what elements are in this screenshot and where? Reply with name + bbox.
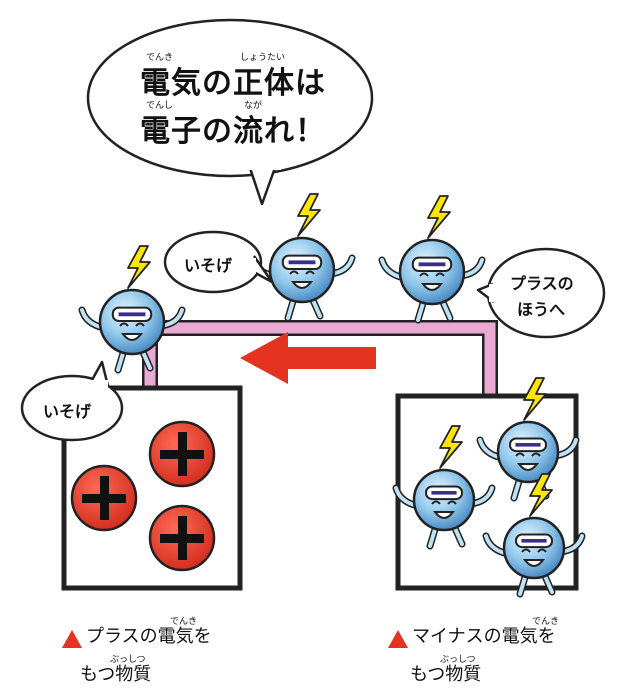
title-ruby-denshi: でんし: [146, 101, 174, 111]
lightning-bolt-icon: [529, 473, 553, 517]
speech-bubble-top-left: [163, 230, 274, 294]
electron-character: [482, 473, 586, 598]
electron-character: [392, 425, 496, 550]
plus-ball: [70, 464, 138, 532]
lightning-bolt-icon: [439, 425, 463, 469]
positive-box: [61, 385, 243, 591]
caption-right-line-1: マイナスの電気を: [412, 626, 556, 647]
caption-marker-right: [388, 630, 408, 648]
speech-text-top-left: いそげ: [184, 256, 233, 275]
speech-text-right-2: ほうへ: [517, 300, 566, 319]
wire: [142, 320, 498, 398]
plus-ball: [148, 504, 216, 572]
electron-character: [78, 245, 186, 374]
lightning-bolt-icon: [297, 193, 321, 237]
title-ruby-naga: なが: [244, 101, 263, 111]
title-bubble: [86, 18, 374, 206]
caption-left-ruby-1: でんき: [170, 617, 198, 627]
title-ruby-denki: でんき: [146, 53, 174, 63]
caption-left-line-1: プラスの電気を: [86, 626, 212, 647]
electron-character: [476, 377, 580, 502]
caption-left-ruby-2: ぶっしつ: [110, 655, 146, 665]
lightning-bolt-icon: [427, 195, 451, 239]
caption-right-line-2: もつ物質: [410, 664, 482, 685]
lightning-bolt-icon: [523, 377, 547, 421]
speech-bubble-right: [476, 247, 606, 339]
speech-bubble-bottom-left: [20, 360, 124, 442]
electron-character: [378, 195, 486, 324]
speech-text-right-1: プラスの: [510, 274, 574, 293]
title-line-1: 電気の正体は: [140, 66, 326, 101]
title-ruby-shoutai: しょうたい: [240, 53, 286, 63]
plus-ball: [148, 420, 216, 488]
caption-marker-left: [62, 630, 82, 648]
caption-right-ruby-2: ぶっしつ: [440, 655, 476, 665]
caption-right-ruby-1: でんき: [532, 617, 560, 627]
caption-left-line-2: もつ物質: [80, 664, 152, 685]
flow-arrow: [240, 332, 376, 384]
lightning-bolt-icon: [127, 245, 151, 289]
speech-text-bottom-left: いそげ: [43, 402, 92, 421]
title-line-2: 電子の流れ！: [140, 114, 326, 149]
electron-character: [248, 193, 356, 322]
